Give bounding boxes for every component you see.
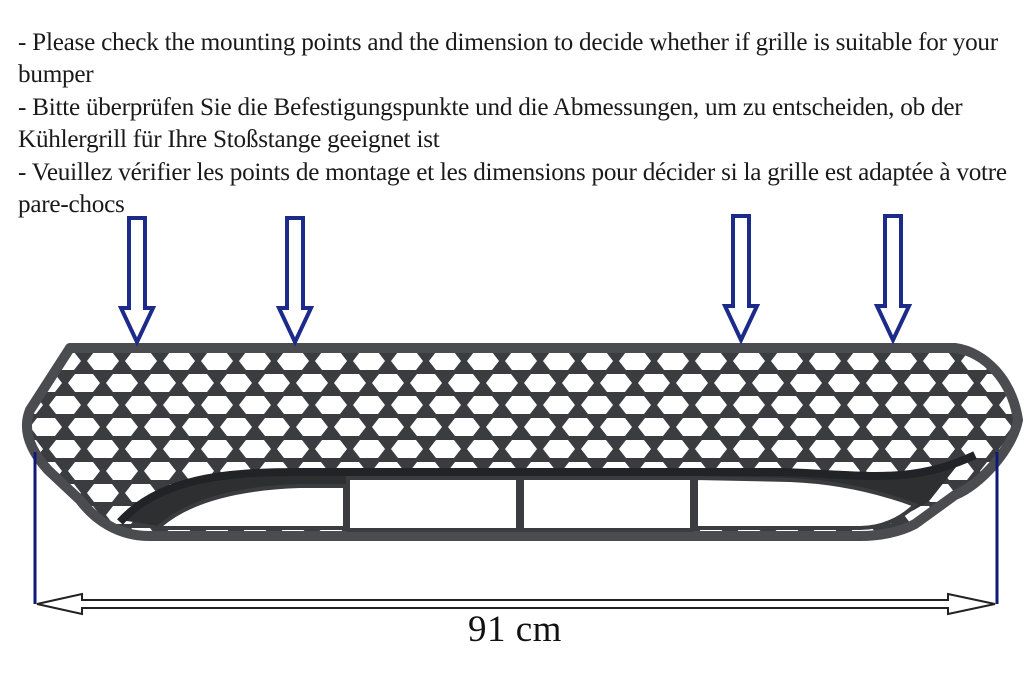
instruction-text: - Please check the mounting points and t…: [18, 27, 1023, 221]
note-english: - Please check the mounting points and t…: [18, 29, 998, 89]
mounting-point-arrow-icon: [117, 216, 157, 347]
dimension-label: 91 cm: [468, 609, 562, 650]
note-german: - Bitte überprüfen Sie die Befestigungsp…: [18, 93, 963, 154]
double-headed-arrow-icon: [36, 592, 996, 616]
note-french: - Veuillez vérifier les points de montag…: [18, 158, 1007, 219]
lower-openings: [158, 475, 919, 532]
bumper-grille: [21, 343, 1023, 541]
mounting-point-arrow-icon: [873, 214, 913, 345]
dimension-markers: [33, 452, 999, 604]
mounting-point-arrow-icon: [275, 216, 315, 347]
mounting-point-arrow-icon: [721, 214, 761, 345]
